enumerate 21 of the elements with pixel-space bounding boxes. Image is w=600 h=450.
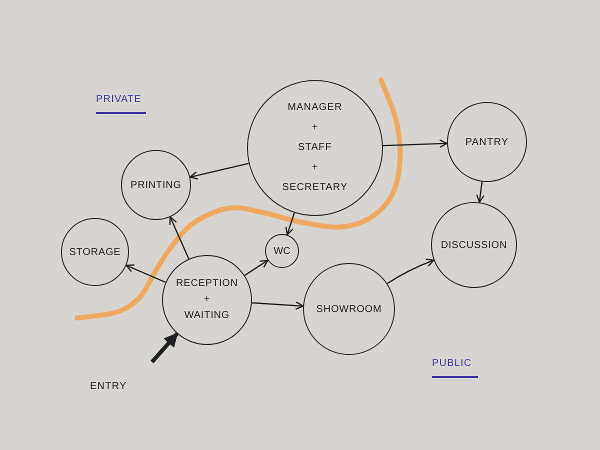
- arrow: [382, 139, 448, 148]
- room-label: STORAGE: [69, 246, 121, 260]
- room-label: PANTRY: [465, 136, 509, 150]
- arrow: [126, 264, 166, 283]
- room-label: SHOWROOM: [316, 302, 382, 316]
- arrow: [386, 258, 434, 284]
- room-label: PRINTING: [130, 178, 182, 192]
- arrow: [169, 216, 190, 260]
- room-label: WC: [274, 244, 290, 258]
- room-label: RECEPTION + WAITING: [175, 277, 239, 323]
- entry-label: ENTRY: [90, 380, 127, 394]
- arrow: [244, 260, 268, 276]
- zone-label: PRIVATE: [96, 92, 146, 114]
- room-label: MANAGER + STAFF + SECRETARY: [281, 101, 349, 195]
- arrow: [252, 301, 304, 310]
- arrow: [189, 162, 249, 180]
- arrow: [150, 332, 179, 364]
- arrow: [285, 212, 295, 236]
- zone-label: PUBLIC: [432, 356, 478, 378]
- arrow: [476, 182, 484, 203]
- room-label: DISCUSSION: [440, 238, 508, 252]
